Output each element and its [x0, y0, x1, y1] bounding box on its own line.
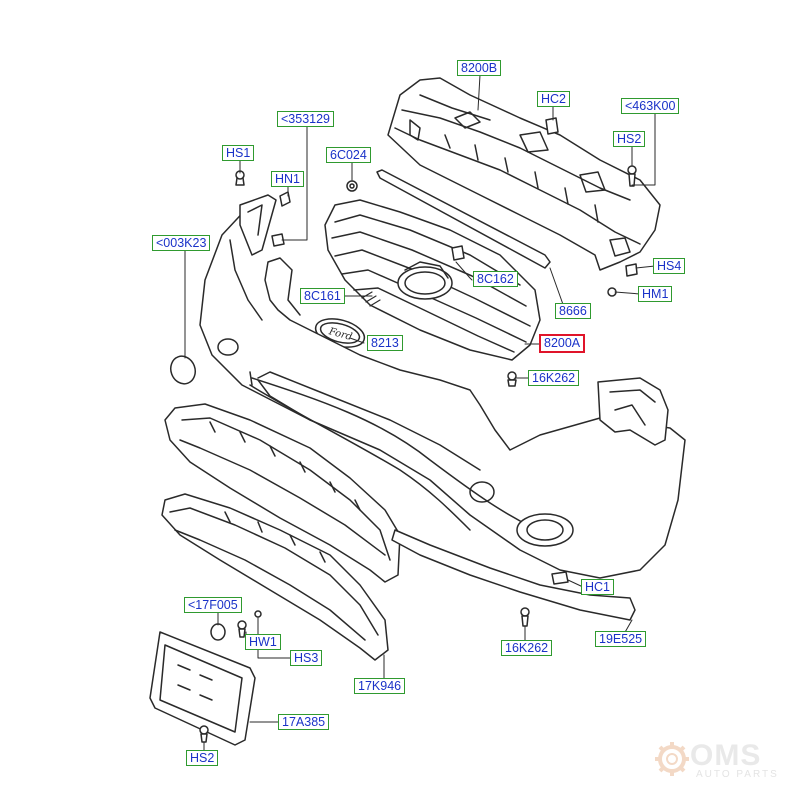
license-plate-bracket — [149, 631, 256, 746]
watermark-brand: OMS — [690, 739, 762, 772]
label-17k946[interactable]: 17K946 — [354, 678, 406, 694]
label-16k262-bottom[interactable]: 16K262 — [501, 640, 553, 656]
label-hc2-top[interactable]: HC2 — [537, 91, 571, 107]
lower-grille-inner — [161, 493, 389, 661]
label-8c162[interactable]: 8C162 — [473, 271, 518, 287]
label-19e525[interactable]: 19E525 — [595, 631, 647, 647]
label-hs2-bottom[interactable]: HS2 — [186, 750, 219, 766]
lower-grille-outer — [164, 403, 401, 583]
label-8666[interactable]: 8666 — [555, 303, 591, 319]
deflector-strip — [376, 169, 551, 269]
bumper-absorber-reinforcement — [387, 77, 661, 271]
lower-spoiler-strip — [391, 529, 636, 621]
label-hw1[interactable]: HW1 — [245, 634, 281, 650]
label-hs3[interactable]: HS3 — [290, 650, 323, 666]
label-hs4[interactable]: HS4 — [653, 258, 686, 274]
watermark-tagline: AUTO PARTS — [696, 769, 779, 780]
label-hn1[interactable]: HN1 — [271, 171, 305, 187]
oms-watermark: OMS AUTO PARTS — [650, 735, 790, 785]
label-hs2-top[interactable]: HS2 — [613, 131, 646, 147]
label-16k262-top[interactable]: 16K262 — [528, 370, 580, 386]
label-hs1[interactable]: HS1 — [222, 145, 255, 161]
label-17f005[interactable]: <17F005 — [184, 597, 242, 613]
label-8c161[interactable]: 8C161 — [300, 288, 345, 304]
right-bracket — [597, 377, 669, 446]
label-8200b[interactable]: 8200B — [457, 60, 502, 76]
label-8200a-selected[interactable]: 8200A — [539, 334, 586, 353]
radiator-grille — [324, 199, 541, 361]
label-353129[interactable]: <353129 — [277, 111, 335, 127]
label-hm1[interactable]: HM1 — [638, 286, 673, 302]
gear-logo-icon — [655, 742, 689, 776]
label-6c024[interactable]: 6C024 — [326, 147, 371, 163]
label-003k23[interactable]: <003K23 — [152, 235, 211, 251]
label-17a385[interactable]: 17A385 — [278, 714, 330, 730]
label-463k00[interactable]: <463K00 — [621, 98, 680, 114]
label-8213[interactable]: 8213 — [367, 335, 403, 351]
left-bracket — [239, 194, 277, 256]
label-hc1[interactable]: HC1 — [581, 579, 615, 595]
